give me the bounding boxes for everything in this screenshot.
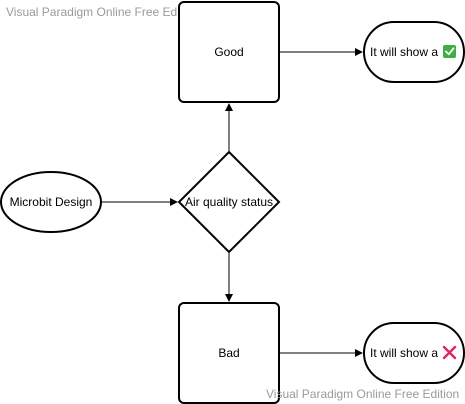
check-mark-icon (443, 45, 456, 58)
node-good-result-label: It will show a (370, 45, 438, 59)
node-bad[interactable]: Bad (178, 302, 280, 404)
cross-mark-icon (442, 345, 457, 360)
node-decision[interactable]: Air quality status (177, 150, 281, 254)
node-good-label: Good (214, 45, 243, 59)
node-start[interactable]: Microbit Design (0, 171, 102, 233)
node-bad-result-label: It will show a (370, 346, 438, 360)
node-bad-result[interactable]: It will show a (363, 322, 465, 384)
node-good-result[interactable]: It will show a (363, 21, 465, 83)
node-decision-label: Air quality status (185, 195, 273, 209)
node-bad-label: Bad (218, 346, 239, 360)
watermark-top: Visual Paradigm Online Free Edition (6, 5, 200, 19)
node-start-label: Microbit Design (10, 195, 93, 209)
watermark-bottom: Visual Paradigm Online Free Edition (266, 387, 460, 401)
node-good[interactable]: Good (178, 1, 280, 103)
